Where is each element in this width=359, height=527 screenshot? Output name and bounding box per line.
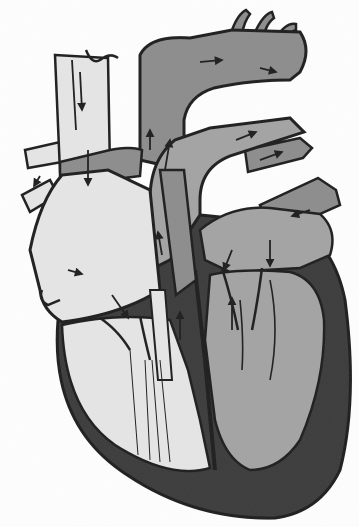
heart-diagram xyxy=(0,0,359,527)
scan-grain-overlay xyxy=(0,0,359,527)
